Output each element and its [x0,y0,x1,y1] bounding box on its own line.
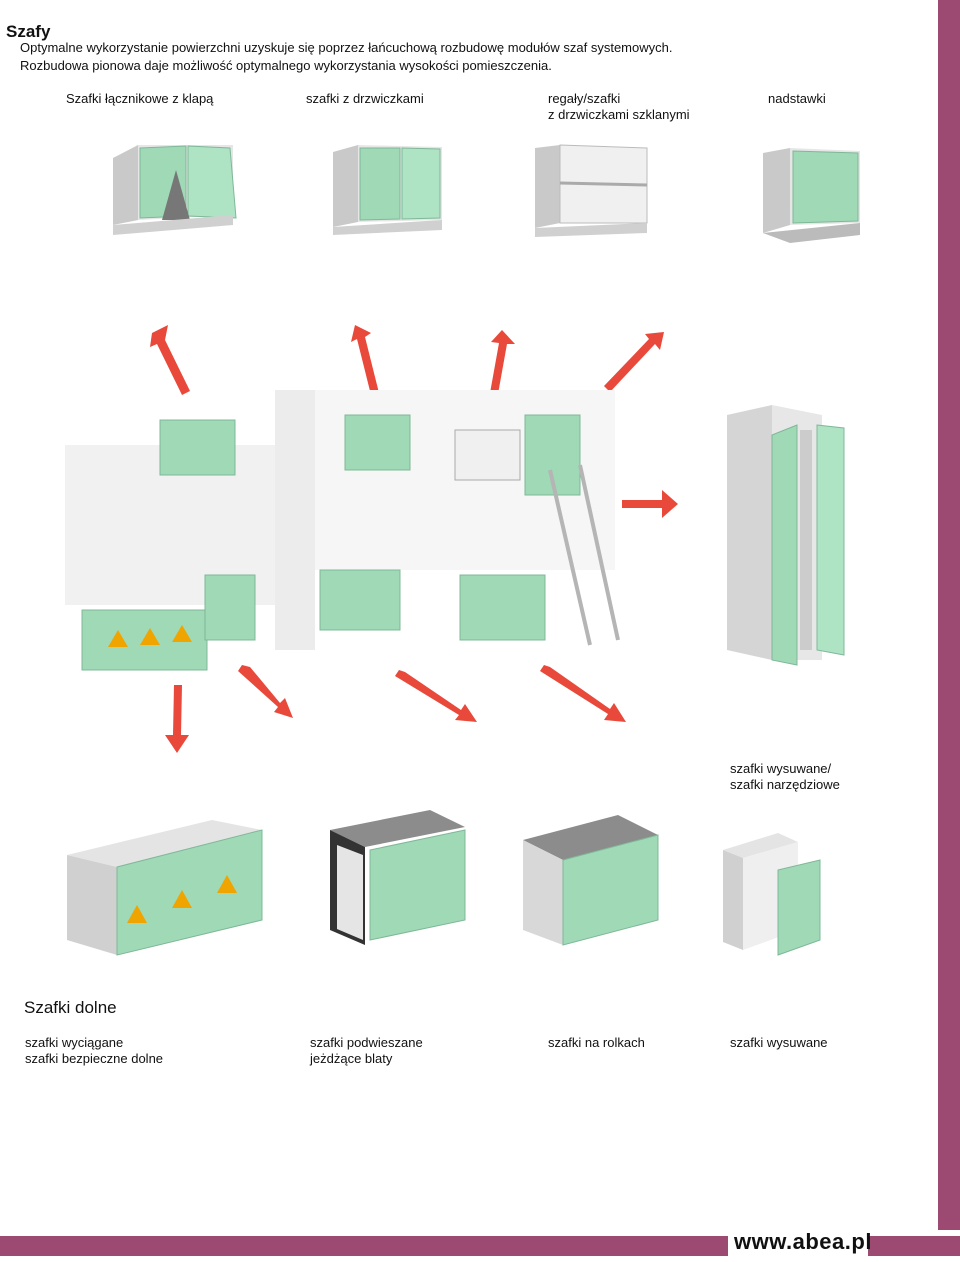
arrow-up-2 [351,325,379,395]
bottom-accent-bar [0,1236,728,1256]
door-cabinet-image [333,145,442,235]
arrow-down-4 [540,665,626,722]
arrow-right [622,490,678,518]
label-pull-out-line-1: szafki wysuwane/ [730,761,832,776]
label-rolling-cabinets: szafki na rolkach [548,1035,645,1050]
label-drawer-cabinets: szafki wysuwane [730,1035,828,1050]
hanging-cabinet-image [330,810,466,945]
section-title-lower-cabinets: Szafki dolne [24,998,117,1017]
arrow-up-right [604,332,664,392]
arrow-down-3 [395,670,477,722]
bottom-accent-bar-end [868,1236,960,1256]
top-unit-image [763,148,860,243]
flap-cabinet-image [113,145,237,235]
safety-cabinet-image [67,820,263,956]
drawer-cabinet-image [723,833,821,956]
intro-line-1: Optymalne wykorzystanie powierzchni uzys… [20,40,673,55]
label-safety-cabinets: szafki bezpieczne dolne [25,1051,164,1066]
label-moving-tops: jeżdżące blaty [310,1051,393,1066]
label-shelves-line-1: regały/szafki [548,91,621,106]
label-pull-out-cabinets: szafki wyciągane [25,1035,124,1050]
label-shelves-line-2: z drzwiczkami szklanymi [548,107,690,122]
right-accent-bar [938,0,960,1230]
website-url[interactable]: www.abea.pl [734,1229,872,1254]
intro-line-2: Rozbudowa pionowa daje możliwość optymal… [20,58,552,73]
arrow-down-2 [238,665,293,718]
arrow-down-1 [165,685,189,753]
rolling-cabinet-image [523,815,659,946]
label-door-cabinets: szafki z drzwiczkami [306,91,424,106]
page-title: Szafy [6,22,51,41]
arrow-up-left [150,325,190,395]
label-pull-out-line-2: szafki narzędziowe [730,777,840,792]
label-top-units: nadstawki [768,91,826,106]
lab-assembly-image [65,390,620,671]
label-hanging-cabinets: szafki podwieszane [310,1035,423,1050]
shelf-unit-image [535,144,648,237]
label-flap-cabinets: Szafki łącznikowe z klapą [66,91,214,106]
tall-tool-cabinet-image [727,405,845,666]
arrow-up-3 [490,330,515,394]
